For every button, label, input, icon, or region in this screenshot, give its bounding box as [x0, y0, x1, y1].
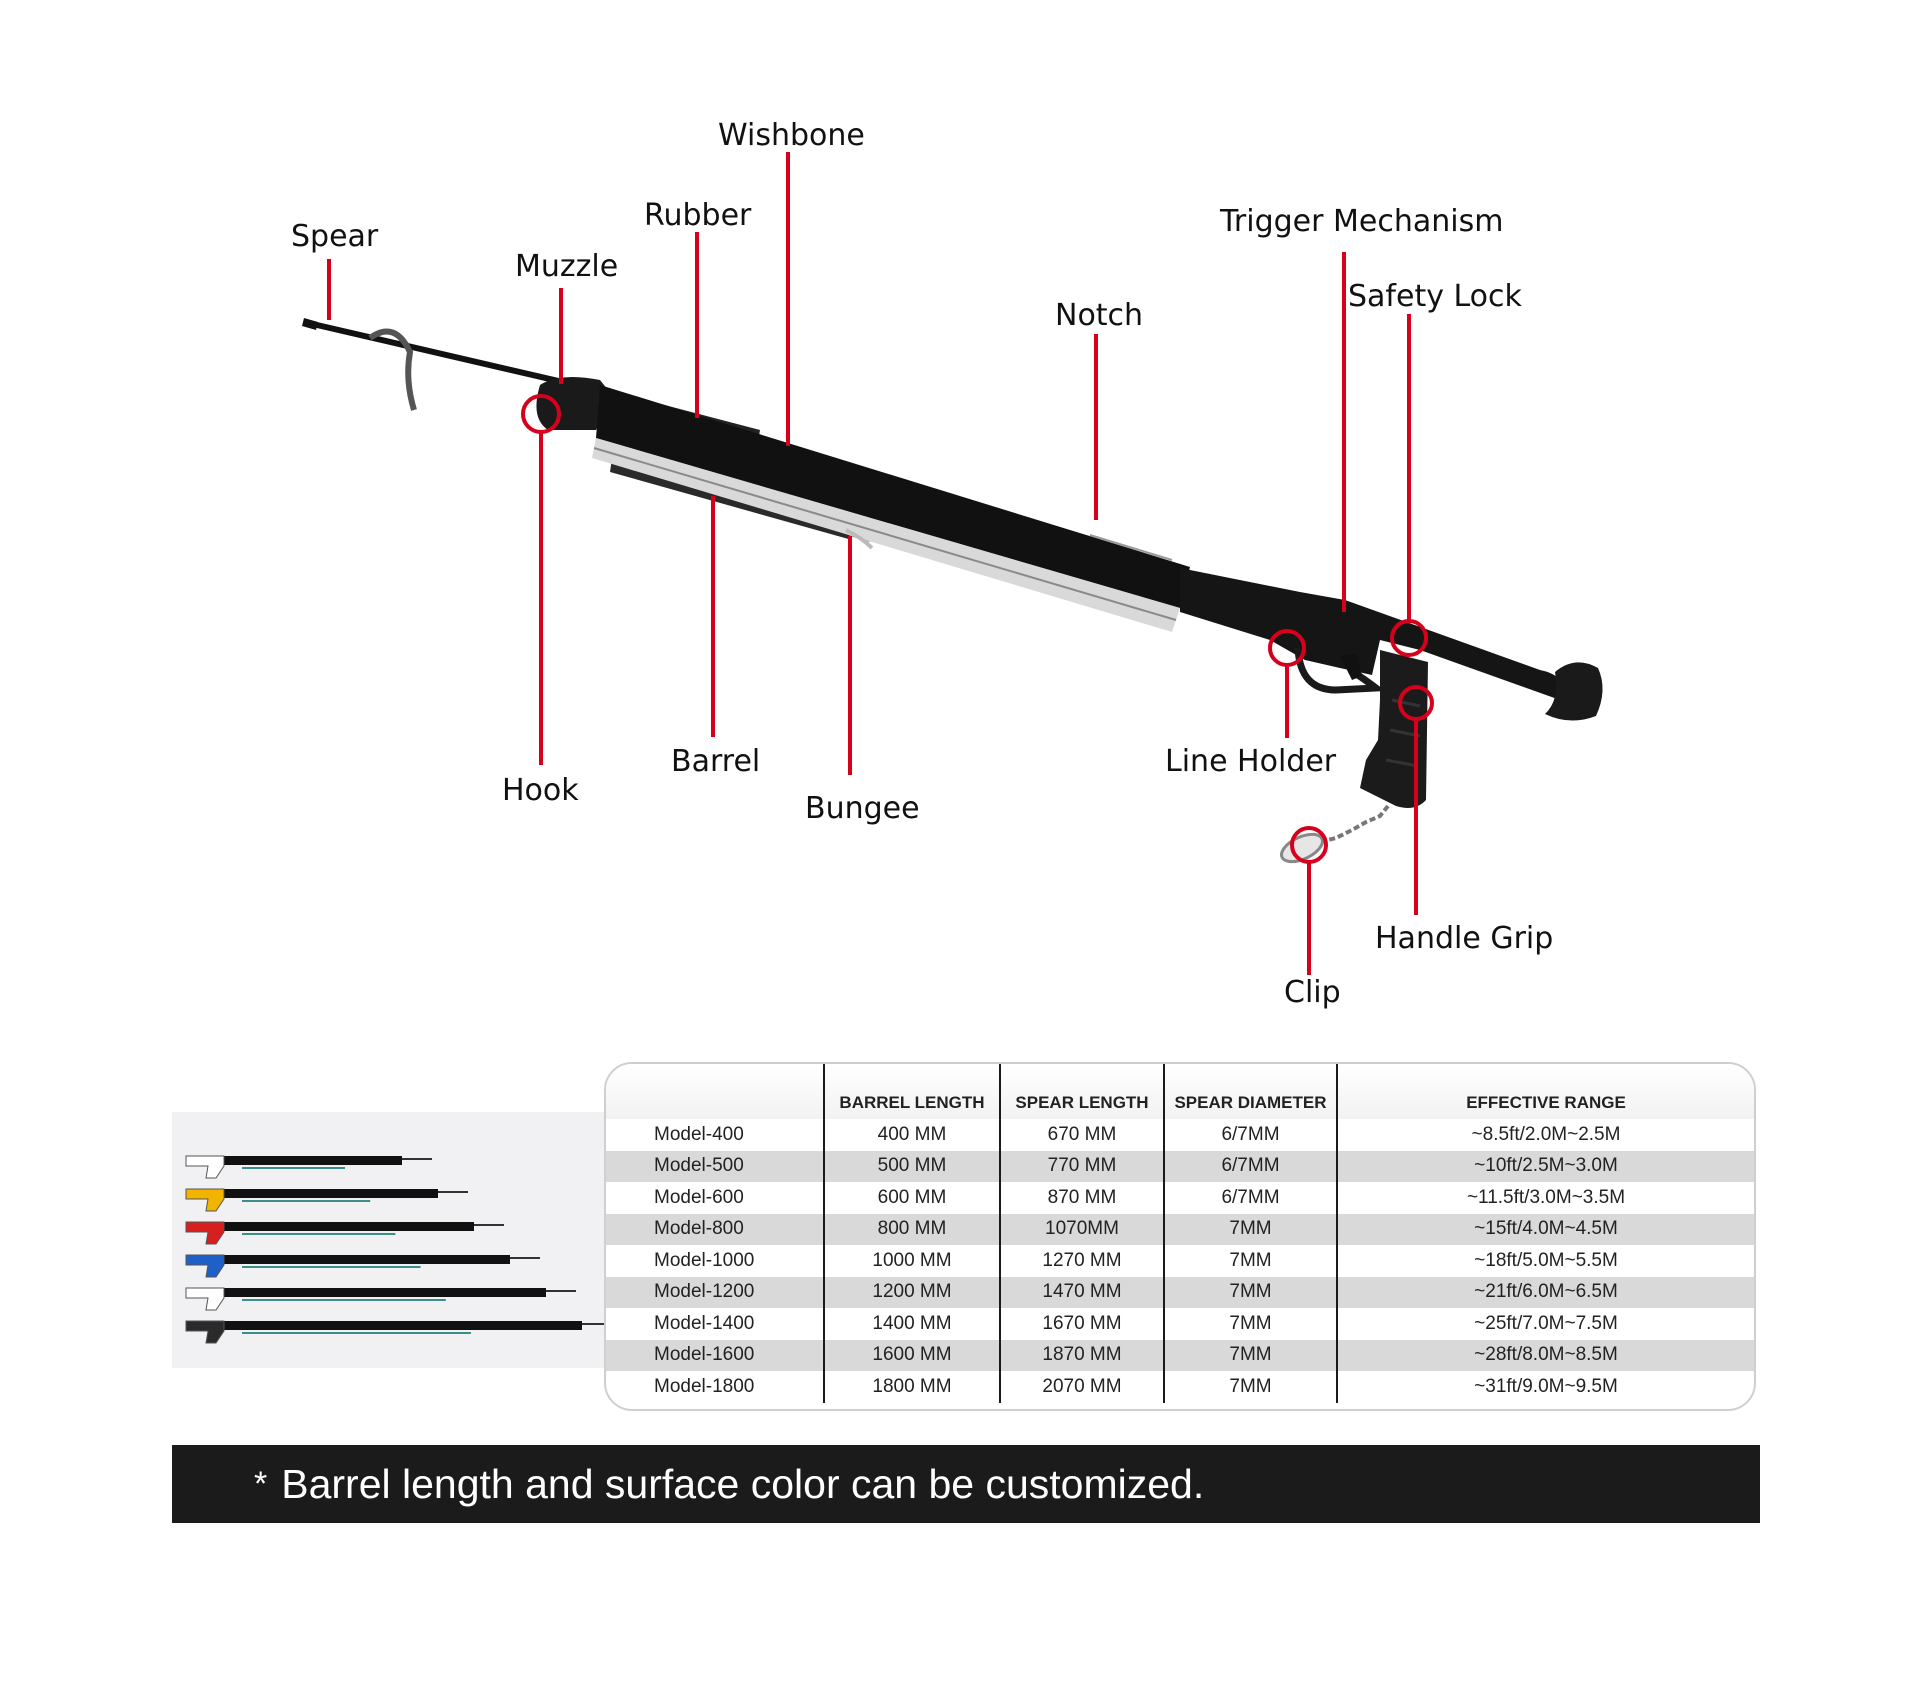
label-muzzle: Muzzle [515, 249, 618, 284]
spec-table-header-row: BARREL LENGTH SPEAR LENGTH SPEAR DIAMETE… [606, 1064, 1754, 1119]
cell-spear-diameter: 6/7MM [1163, 1119, 1337, 1151]
label-line-holder: Line Holder [1165, 744, 1337, 779]
cell-barrel-length: 600 MM [823, 1182, 1000, 1214]
label-spear: Spear [291, 219, 379, 254]
cell-effective-range: ~21ft/6.0M~6.5M [1336, 1276, 1754, 1308]
banner-text: Barrel length and surface color can be c… [281, 1460, 1205, 1507]
cell-effective-range: ~10ft/2.5M~3.0M [1336, 1150, 1754, 1182]
cell-spear-length: 1870 MM [999, 1339, 1164, 1371]
speargun-lineup-image [172, 1112, 604, 1368]
cell-spear-diameter: 7MM [1163, 1245, 1337, 1277]
cell-spear-diameter: 6/7MM [1163, 1150, 1337, 1182]
cell-model: Model-1400 [654, 1312, 755, 1334]
asterisk-icon: * [254, 1464, 268, 1503]
label-safety-lock: Safety Lock [1348, 279, 1523, 314]
cell-effective-range: ~11.5ft/3.0M~3.5M [1336, 1182, 1754, 1214]
cell-spear-length: 870 MM [999, 1182, 1164, 1214]
lineup-gun [185, 1287, 576, 1311]
cell-barrel-length: 500 MM [823, 1150, 1000, 1182]
cell-barrel-length: 1200 MM [823, 1276, 1000, 1308]
label-wishbone: Wishbone [718, 118, 865, 153]
cell-spear-diameter: 7MM [1163, 1276, 1337, 1308]
lineup-gun [185, 1320, 604, 1344]
callout-lines [327, 152, 1418, 975]
lineup-gun [185, 1254, 540, 1278]
cell-model: Model-1000 [654, 1249, 755, 1271]
label-trigger-mechanism: Trigger Mechanism [1219, 204, 1503, 239]
lineup-gun [185, 1221, 504, 1245]
cell-spear-length: 1270 MM [999, 1245, 1164, 1277]
header-model [606, 1064, 824, 1119]
cell-model: Model-800 [606, 1213, 824, 1245]
cell-spear-diameter: 7MM [1163, 1371, 1337, 1403]
cell-model: Model-1800 [654, 1375, 755, 1397]
cell-spear-length: 1070MM [999, 1213, 1164, 1245]
label-hook: Hook [502, 773, 579, 808]
cell-effective-range: ~28ft/8.0M~8.5M [1336, 1339, 1754, 1371]
speargun-illustration [302, 318, 1603, 864]
cell-effective-range: ~25ft/7.0M~7.5M [1336, 1308, 1754, 1340]
header-effective-range: EFFECTIVE RANGE [1336, 1064, 1754, 1119]
header-barrel-length: BARREL LENGTH [823, 1064, 1000, 1119]
cell-effective-range: ~18ft/5.0M~5.5M [1336, 1245, 1754, 1277]
cell-effective-range: ~8.5ft/2.0M~2.5M [1336, 1119, 1754, 1151]
cell-spear-length: 1470 MM [999, 1276, 1164, 1308]
cell-effective-range: ~31ft/9.0M~9.5M [1336, 1371, 1754, 1403]
cell-effective-range: ~15ft/4.0M~4.5M [1336, 1213, 1754, 1245]
cell-spear-length: 670 MM [999, 1119, 1164, 1151]
label-barrel: Barrel [671, 744, 760, 779]
cell-barrel-length: 1400 MM [823, 1308, 1000, 1340]
label-notch: Notch [1055, 298, 1143, 333]
lineup-gun [185, 1155, 432, 1179]
customization-banner: * Barrel length and surface color can be… [172, 1445, 1760, 1523]
cell-barrel-length: 1800 MM [823, 1371, 1000, 1403]
label-clip: Clip [1284, 975, 1341, 1010]
label-handle-grip: Handle Grip [1375, 921, 1553, 956]
cell-spear-length: 770 MM [999, 1150, 1164, 1182]
cell-spear-diameter: 7MM [1163, 1213, 1337, 1245]
label-rubber: Rubber [644, 198, 752, 233]
cell-barrel-length: 1600 MM [823, 1339, 1000, 1371]
cell-barrel-length: 400 MM [823, 1119, 1000, 1151]
header-spear-length: SPEAR LENGTH [999, 1064, 1164, 1119]
cell-model: Model-1600 [606, 1339, 824, 1371]
header-spear-diameter: SPEAR DIAMETER [1163, 1064, 1337, 1119]
cell-model: Model-500 [606, 1150, 824, 1182]
cell-model: Model-600 [654, 1186, 744, 1208]
cell-spear-diameter: 6/7MM [1163, 1182, 1337, 1214]
cell-model: Model-1200 [606, 1276, 824, 1308]
spec-table-panel: BARREL LENGTH SPEAR LENGTH SPEAR DIAMETE… [604, 1062, 1756, 1411]
spec-table: BARREL LENGTH SPEAR LENGTH SPEAR DIAMETE… [606, 1064, 1754, 1403]
lineup-gun [185, 1188, 468, 1212]
cell-model: Model-400 [654, 1123, 744, 1145]
cell-spear-length: 2070 MM [999, 1371, 1164, 1403]
speargun-diagram: Spear Muzzle Rubber Wishbone Notch Trigg… [291, 118, 1603, 1010]
cell-spear-diameter: 7MM [1163, 1339, 1337, 1371]
cell-barrel-length: 1000 MM [823, 1245, 1000, 1277]
label-bungee: Bungee [805, 791, 920, 826]
cell-barrel-length: 800 MM [823, 1213, 1000, 1245]
cell-spear-diameter: 7MM [1163, 1308, 1337, 1340]
highlight-rings [521, 394, 1434, 864]
cell-spear-length: 1670 MM [999, 1308, 1164, 1340]
